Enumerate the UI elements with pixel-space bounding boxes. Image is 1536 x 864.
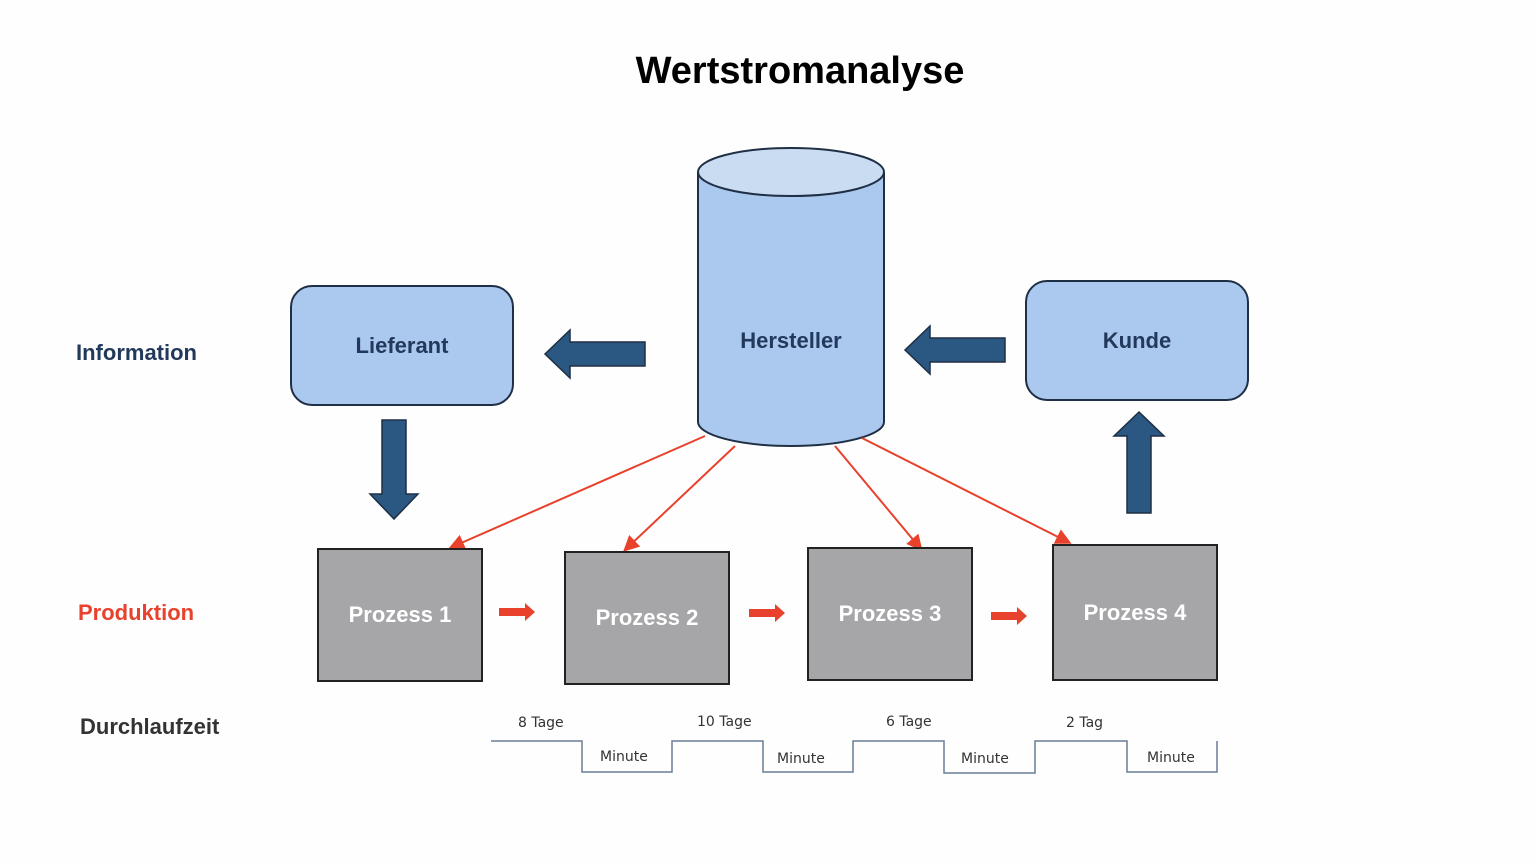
process-arrow-3-icon xyxy=(991,607,1027,625)
flow-line-p2 xyxy=(623,445,736,552)
lieferant-label: Lieferant xyxy=(355,332,449,358)
process-time-label: Minute xyxy=(1147,750,1195,766)
lead-time-ladder xyxy=(491,740,1218,774)
flow-line-p4 xyxy=(861,437,1072,544)
wait-time-label: 10 Tage xyxy=(697,714,752,730)
hersteller-label: Hersteller xyxy=(740,328,842,353)
process-box-4[interactable]: Prozess 4 xyxy=(1052,544,1218,681)
process-arrow-2-icon xyxy=(749,604,785,622)
flow-line-p1 xyxy=(448,435,706,550)
process-arrow-1-icon xyxy=(499,603,535,621)
process-time-label: Minute xyxy=(961,751,1009,767)
row-label-produktion: Produktion xyxy=(78,600,195,625)
process-box-1[interactable]: Prozess 1 xyxy=(317,548,483,682)
wait-time-label: 2 Tag xyxy=(1066,715,1104,731)
process-label: Prozess 1 xyxy=(348,602,452,627)
wait-time-label: 8 Tage xyxy=(518,715,564,731)
process-box-2[interactable]: Prozess 2 xyxy=(564,551,730,685)
flow-line-p3 xyxy=(834,445,923,552)
hersteller-cylinder[interactable] xyxy=(697,147,885,447)
arrow-up-to-kunde-icon xyxy=(1112,410,1166,514)
process-time-label: Minute xyxy=(600,749,648,765)
kunde-box[interactable]: Kunde xyxy=(1025,280,1249,401)
process-box-3[interactable]: Prozess 3 xyxy=(807,547,973,681)
process-label: Prozess 3 xyxy=(838,601,942,626)
process-time-label: Minute xyxy=(777,751,825,767)
process-label: Prozess 2 xyxy=(595,605,699,630)
row-label-information: Information xyxy=(76,340,197,365)
process-label: Prozess 4 xyxy=(1083,599,1187,625)
arrow-down-to-prozess1-icon xyxy=(368,419,420,521)
arrow-left-to-lieferant-icon xyxy=(543,328,646,380)
row-label-durchlaufzeit: Durchlaufzeit xyxy=(80,714,220,739)
wait-time-label: 6 Tage xyxy=(886,714,932,730)
arrow-left-to-hersteller-icon xyxy=(903,324,1006,376)
page-title: Wertstromanalyse xyxy=(635,50,965,92)
lieferant-box[interactable]: Lieferant xyxy=(290,285,514,406)
kunde-label: Kunde xyxy=(1102,327,1172,353)
